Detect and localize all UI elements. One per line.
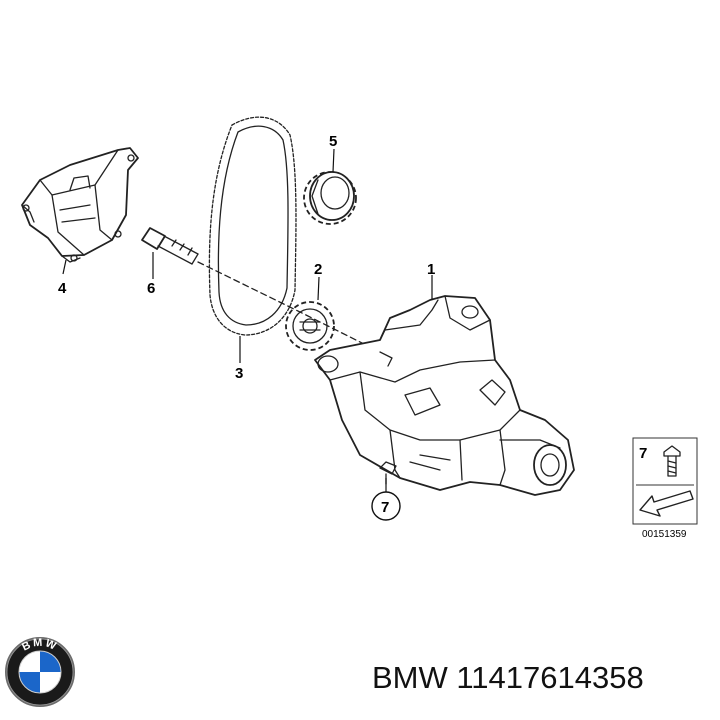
callout-1: 1 (427, 261, 435, 278)
part-6-bolt (141, 227, 199, 265)
callout-7-circle (371, 491, 401, 521)
bmw-roundel-icon: BMW (5, 637, 75, 707)
svg-text:BMW: BMW (20, 637, 59, 654)
legend-direction-arrow-icon (639, 490, 694, 517)
part-4-chain-guide (21, 147, 139, 263)
reference-code: 00151359 (642, 529, 687, 540)
callout-4: 4 (58, 280, 67, 297)
legend-box: 7 (632, 437, 698, 525)
part-5-sprocket (303, 171, 357, 225)
callout-5: 5 (329, 133, 337, 150)
callout-6: 6 (147, 280, 155, 297)
part-1-oil-pump (314, 295, 575, 496)
legend-callout-7: 7 (639, 445, 647, 462)
legend-bolt-icon (663, 445, 681, 477)
assembly-guide-line (197, 261, 381, 353)
callout-2: 2 (314, 261, 322, 278)
leader-lines (62, 148, 433, 492)
callout-3: 3 (235, 365, 243, 382)
part-3-timing-chain (208, 116, 297, 336)
callout-7: 7 (381, 499, 389, 516)
part-number-caption: BMW 11417614358 (372, 660, 644, 695)
